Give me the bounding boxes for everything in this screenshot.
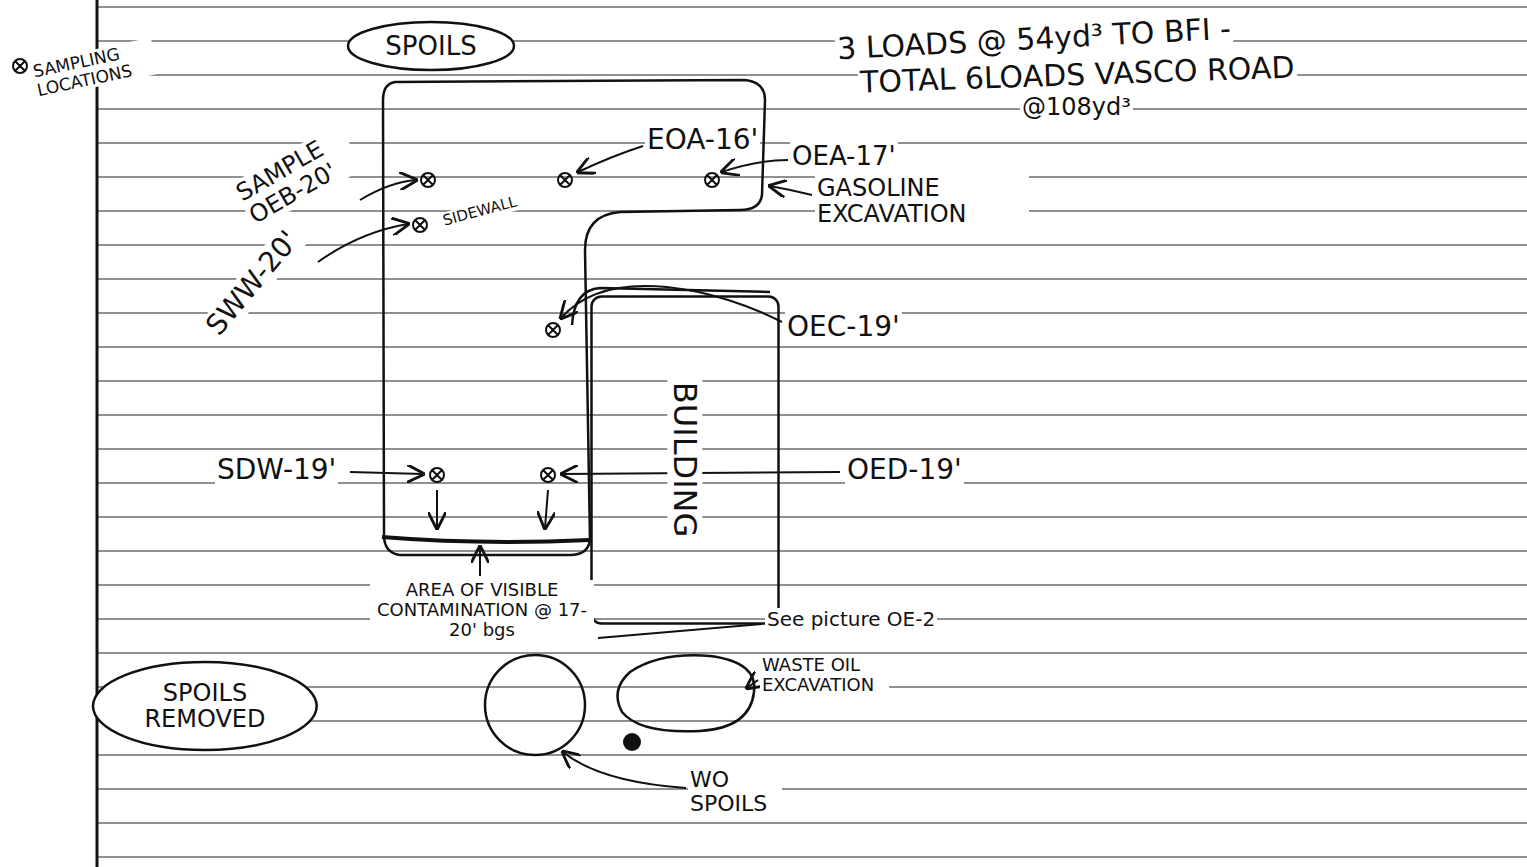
sample-id: SWW-20' [199,224,306,343]
spoils-removed-pile-outline [93,662,317,750]
sample-note: SIDEWALL [439,193,521,230]
leader-line [563,752,686,788]
sample-symbol [546,323,560,337]
sample-id: SDW-19' [215,455,338,486]
sample-id: OEA-17' [790,142,898,171]
spoils-removed-pile: SPOILS REMOVED [91,660,319,752]
sample-symbol [705,173,719,187]
node-text: BUILDING [667,379,702,540]
leader-line [545,490,548,528]
spoils-pile: SPOILS [346,20,516,72]
sample-symbol [421,173,435,187]
sample-id: EOA-16' [645,125,760,156]
spoils-pile-outline [348,22,514,70]
leader-line [479,547,481,576]
sample-symbol [558,173,572,187]
leader-line [350,472,423,474]
notebook-margin [96,0,99,867]
leader-line [722,160,788,172]
leader-line [318,224,408,262]
haul-volume: @108yd³ [1020,94,1133,120]
leader-line [747,680,758,688]
leader-line [436,490,438,528]
notebook-ruling [97,7,1527,857]
leader-line [360,180,416,200]
area-label: WASTE OIL EXCAVATION [760,655,889,695]
sample-id: OED-19' [845,455,964,486]
sample-symbol [430,468,444,482]
sample-id: SAMPLE OEB-20' [230,123,364,231]
leader-line [578,146,643,172]
wo-spoils-pile [485,655,585,755]
area-label: WO SPOILS [688,768,782,816]
sample-location-filled [623,733,641,751]
sample-id: OEC-19' [785,312,902,343]
node-text: SPOILS [382,32,479,61]
leader-line [598,624,762,638]
building-edge-trace [572,288,770,325]
contamination-line [382,537,590,542]
sample-symbol [541,468,555,482]
area-label: GASOLINE EXCAVATION [815,175,1029,228]
sample-symbol [413,218,427,232]
photo-reference: See picture OE-2 [765,608,937,630]
building-outline: BUILDING [590,295,780,625]
leader-line [561,286,782,322]
waste-oil-excavation-outline [618,655,755,731]
legend-note: SAMPLING LOCATIONS [29,38,158,100]
area-note: AREA OF VISIBLE CONTAMINATION @ 17-20' b… [370,580,594,639]
legend-sample-symbol [13,59,27,73]
node-text: SPOILS REMOVED [132,680,278,733]
building-outline-outline [592,297,779,624]
leader-line [770,186,812,195]
